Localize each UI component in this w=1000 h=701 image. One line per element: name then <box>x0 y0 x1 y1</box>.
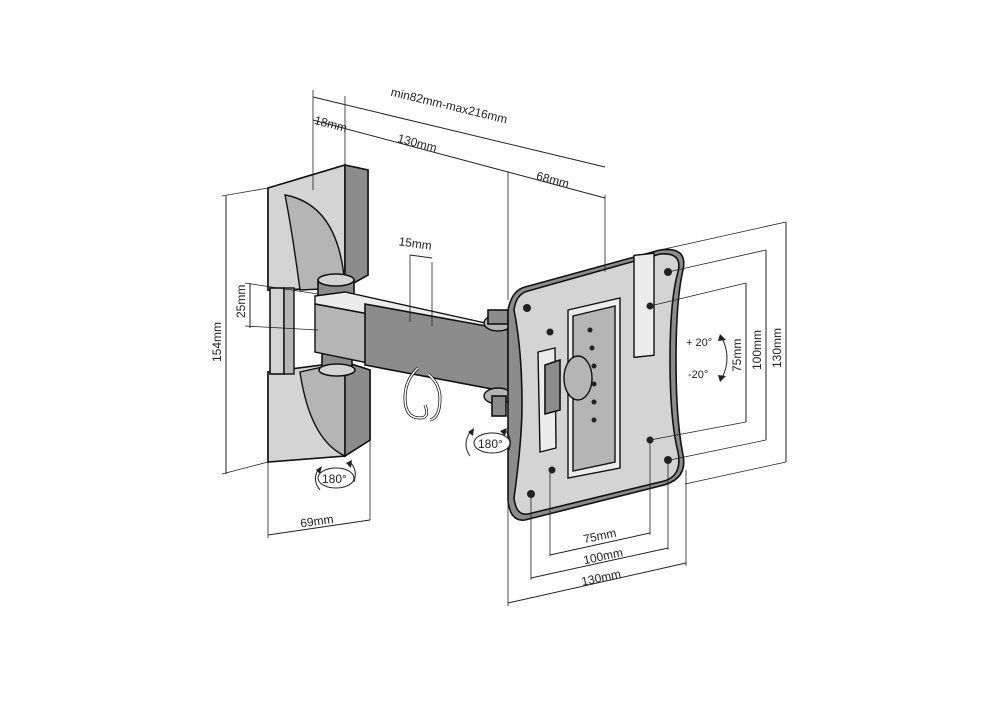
dim-bracket-depth: 68mm <box>535 169 571 191</box>
dim-vesa-v-130: 130mm <box>770 328 784 368</box>
dim-vesa-v-100: 100mm <box>750 330 764 370</box>
dim-vesa-h-130: 130mm <box>580 567 622 589</box>
tilt-indicator: + 20° -20° <box>686 334 728 382</box>
dim-vesa-v-75: 75mm <box>730 339 744 372</box>
rotation-tilt-down: -20° <box>688 369 708 381</box>
dim-overall-extension: min82mm-max216mm <box>389 85 508 126</box>
arm-swivel-indicator: 180° <box>465 428 511 457</box>
rotation-tilt-up: + 20° <box>686 337 712 349</box>
dim-plate-thickness: 18mm <box>313 113 349 135</box>
wall-plate-lower <box>267 360 371 463</box>
dim-vesa-h-100: 100mm <box>582 545 624 567</box>
dim-arm-length: 130mm <box>396 131 438 155</box>
wall-plate-rail <box>269 287 295 375</box>
dim-arm-gap: 15mm <box>398 234 433 253</box>
wall-swivel-indicator: 180° <box>314 460 356 491</box>
vesa-plate <box>507 248 685 521</box>
dim-plate-width: 69mm <box>299 512 334 531</box>
wall-plate-upper <box>267 163 369 291</box>
rotation-wall-swivel: 180° <box>322 472 347 486</box>
dim-arm-height: 25mm <box>234 285 248 318</box>
dim-plate-height: 154mm <box>210 322 224 362</box>
dim-vesa-h-75: 75mm <box>582 526 618 547</box>
rotation-arm-swivel: 180° <box>478 437 503 451</box>
cable-hooks <box>403 366 442 422</box>
arm-pivot <box>483 309 513 417</box>
